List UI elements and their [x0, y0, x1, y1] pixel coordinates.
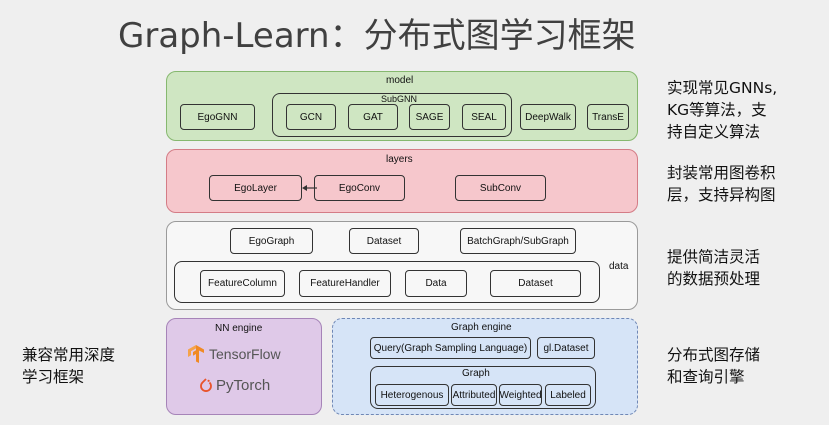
graph-group	[370, 366, 596, 409]
egoconv-box: EgoConv	[314, 175, 405, 201]
model-note: 实现常见GNNs, KG等算法，支 持自定义算法	[667, 79, 778, 141]
egognn-box: EgoGNN	[180, 104, 255, 130]
tensorflow-logo: TensorFlow	[188, 345, 281, 363]
tensorflow-label: TensorFlow	[209, 346, 281, 362]
weighted-box: Weighted	[499, 384, 542, 406]
deepwalk-box: DeepWalk	[520, 104, 576, 130]
featurehandler-box: FeatureHandler	[299, 270, 391, 297]
feature-group	[174, 261, 600, 303]
gcn-box: GCN	[286, 104, 336, 130]
pytorch-logo: PyTorch	[200, 377, 270, 394]
graph-group-label: Graph	[462, 368, 490, 379]
data-note: 提供简洁灵活 的数据预处理	[667, 248, 761, 288]
egolayer-box: EgoLayer	[209, 175, 302, 201]
pytorch-label: PyTorch	[216, 377, 271, 394]
query-box: Query(Graph Sampling Language)	[370, 337, 531, 359]
sage-box: SAGE	[409, 104, 450, 130]
engine-left-note: 兼容常用深度 学习框架	[22, 346, 116, 386]
pytorch-icon	[200, 377, 212, 392]
layers-layer-label: layers	[386, 154, 413, 165]
subgnn-label: SubGNN	[381, 94, 418, 104]
seal-box: SEAL	[462, 104, 506, 130]
data-layer-label: data	[609, 261, 629, 272]
nn-engine-panel	[166, 318, 322, 415]
gat-box: GAT	[348, 104, 398, 130]
layers-note: 封装常用图卷积 层，支持异构图	[667, 164, 776, 204]
egograph-box: EgoGraph	[230, 228, 313, 254]
graph-engine-label: Graph engine	[451, 322, 512, 333]
egoconv-to-egolayer-arrow	[302, 185, 317, 191]
batchgraph-box: BatchGraph/SubGraph	[460, 228, 576, 254]
gl-dataset-box: gl.Dataset	[537, 337, 595, 359]
dataset-box: Dataset	[349, 228, 419, 254]
engine-right-note: 分布式图存储 和查询引擎	[667, 346, 761, 386]
data-layer	[166, 221, 638, 310]
subgnn-group	[272, 93, 512, 137]
heterogenous-box: Heterogenous	[375, 384, 449, 406]
nn-engine-label: NN engine	[215, 323, 263, 334]
page-title: Graph-Learn：分布式图学习框架	[118, 16, 636, 56]
dataset-box-2: Dataset	[490, 270, 581, 297]
data-box: Data	[405, 270, 467, 297]
layers-layer	[166, 149, 638, 213]
featurecolumn-box: FeatureColumn	[200, 270, 285, 297]
labeled-box: Labeled	[545, 384, 591, 406]
attributed-box: Attributed	[451, 384, 497, 406]
transe-box: TransE	[587, 104, 629, 130]
tensorflow-icon	[188, 345, 204, 363]
model-layer-label: model	[386, 75, 414, 86]
subconv-box: SubConv	[455, 175, 546, 201]
